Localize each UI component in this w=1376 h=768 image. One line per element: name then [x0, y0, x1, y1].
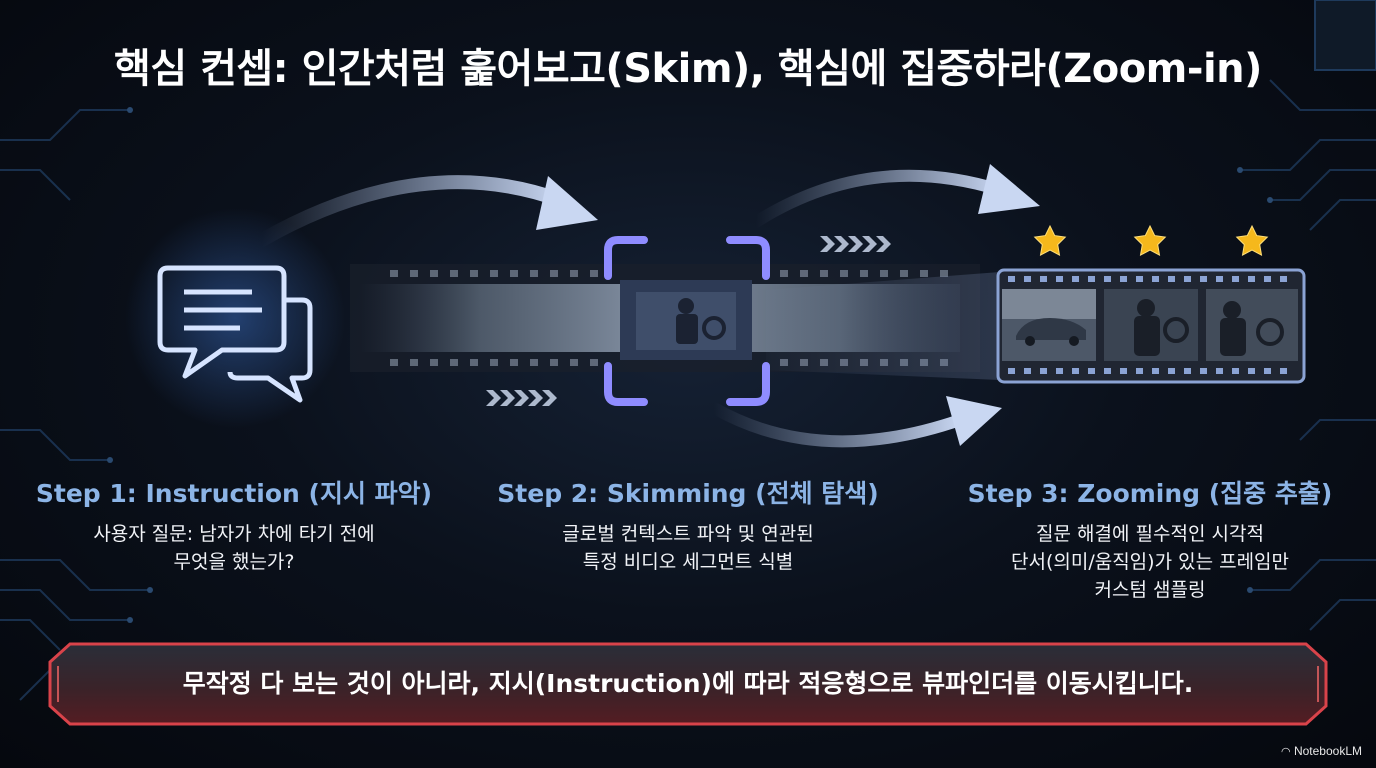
keyframe-1: [1002, 289, 1096, 361]
step-2: Step 2: Skimming (전체 탐색) 글로벌 컨텍스트 파악 및 연…: [478, 474, 898, 576]
summary-banner-frame: [48, 642, 1328, 726]
chat-bubbles-icon: [157, 265, 313, 403]
keyframe-2: [1104, 289, 1198, 361]
watermark-label: NotebookLM: [1293, 744, 1362, 758]
viewfinder-icon: [604, 236, 770, 406]
page-title: 핵심 컨셉: 인간처럼 훑어보고(Skim), 핵심에 집중하라(Zoom-in…: [114, 46, 1262, 92]
step-3-description: 질문 해결에 필수적인 시각적 단서(의미/움직임)가 있는 프레임만 커스텀 …: [1010, 523, 1290, 601]
flow-arrow-3: [708, 396, 1002, 448]
star-icon: [1133, 224, 1167, 257]
step-1-title: Step 1: Instruction (지시 파악): [35, 479, 433, 508]
step-3-title: Step 3: Zooming (집중 추출): [967, 479, 1333, 508]
step-3: Step 3: Zooming (집중 추출) 질문 해결에 필수적인 시각적 …: [940, 474, 1360, 604]
flow-arrow-1: [255, 175, 598, 247]
flow-arrow-2: [750, 164, 1040, 228]
step-2-description: 글로벌 컨텍스트 파악 및 연관된 특정 비디오 세그먼트 식별: [562, 523, 814, 573]
step-1-description: 사용자 질문: 남자가 차에 타기 전에 무엇을 했는가?: [93, 523, 375, 573]
step-2-title: Step 2: Skimming (전체 탐색): [497, 479, 879, 508]
keyframe-3: [1206, 289, 1298, 361]
notebooklm-logo-icon: ◠: [1281, 746, 1291, 758]
speed-chevrons-icon: [486, 236, 891, 406]
summary-banner-text: 무작정 다 보는 것이 아니라, 지시(Instruction)에 따라 적응형…: [182, 669, 1194, 698]
star-icon: [1033, 224, 1067, 257]
star-icon: [1235, 224, 1269, 257]
step-1: Step 1: Instruction (지시 파악) 사용자 질문: 남자가 …: [24, 474, 444, 576]
film-strip-icon: [996, 268, 1306, 384]
notebooklm-watermark: ◠ NotebookLM: [1281, 744, 1362, 758]
